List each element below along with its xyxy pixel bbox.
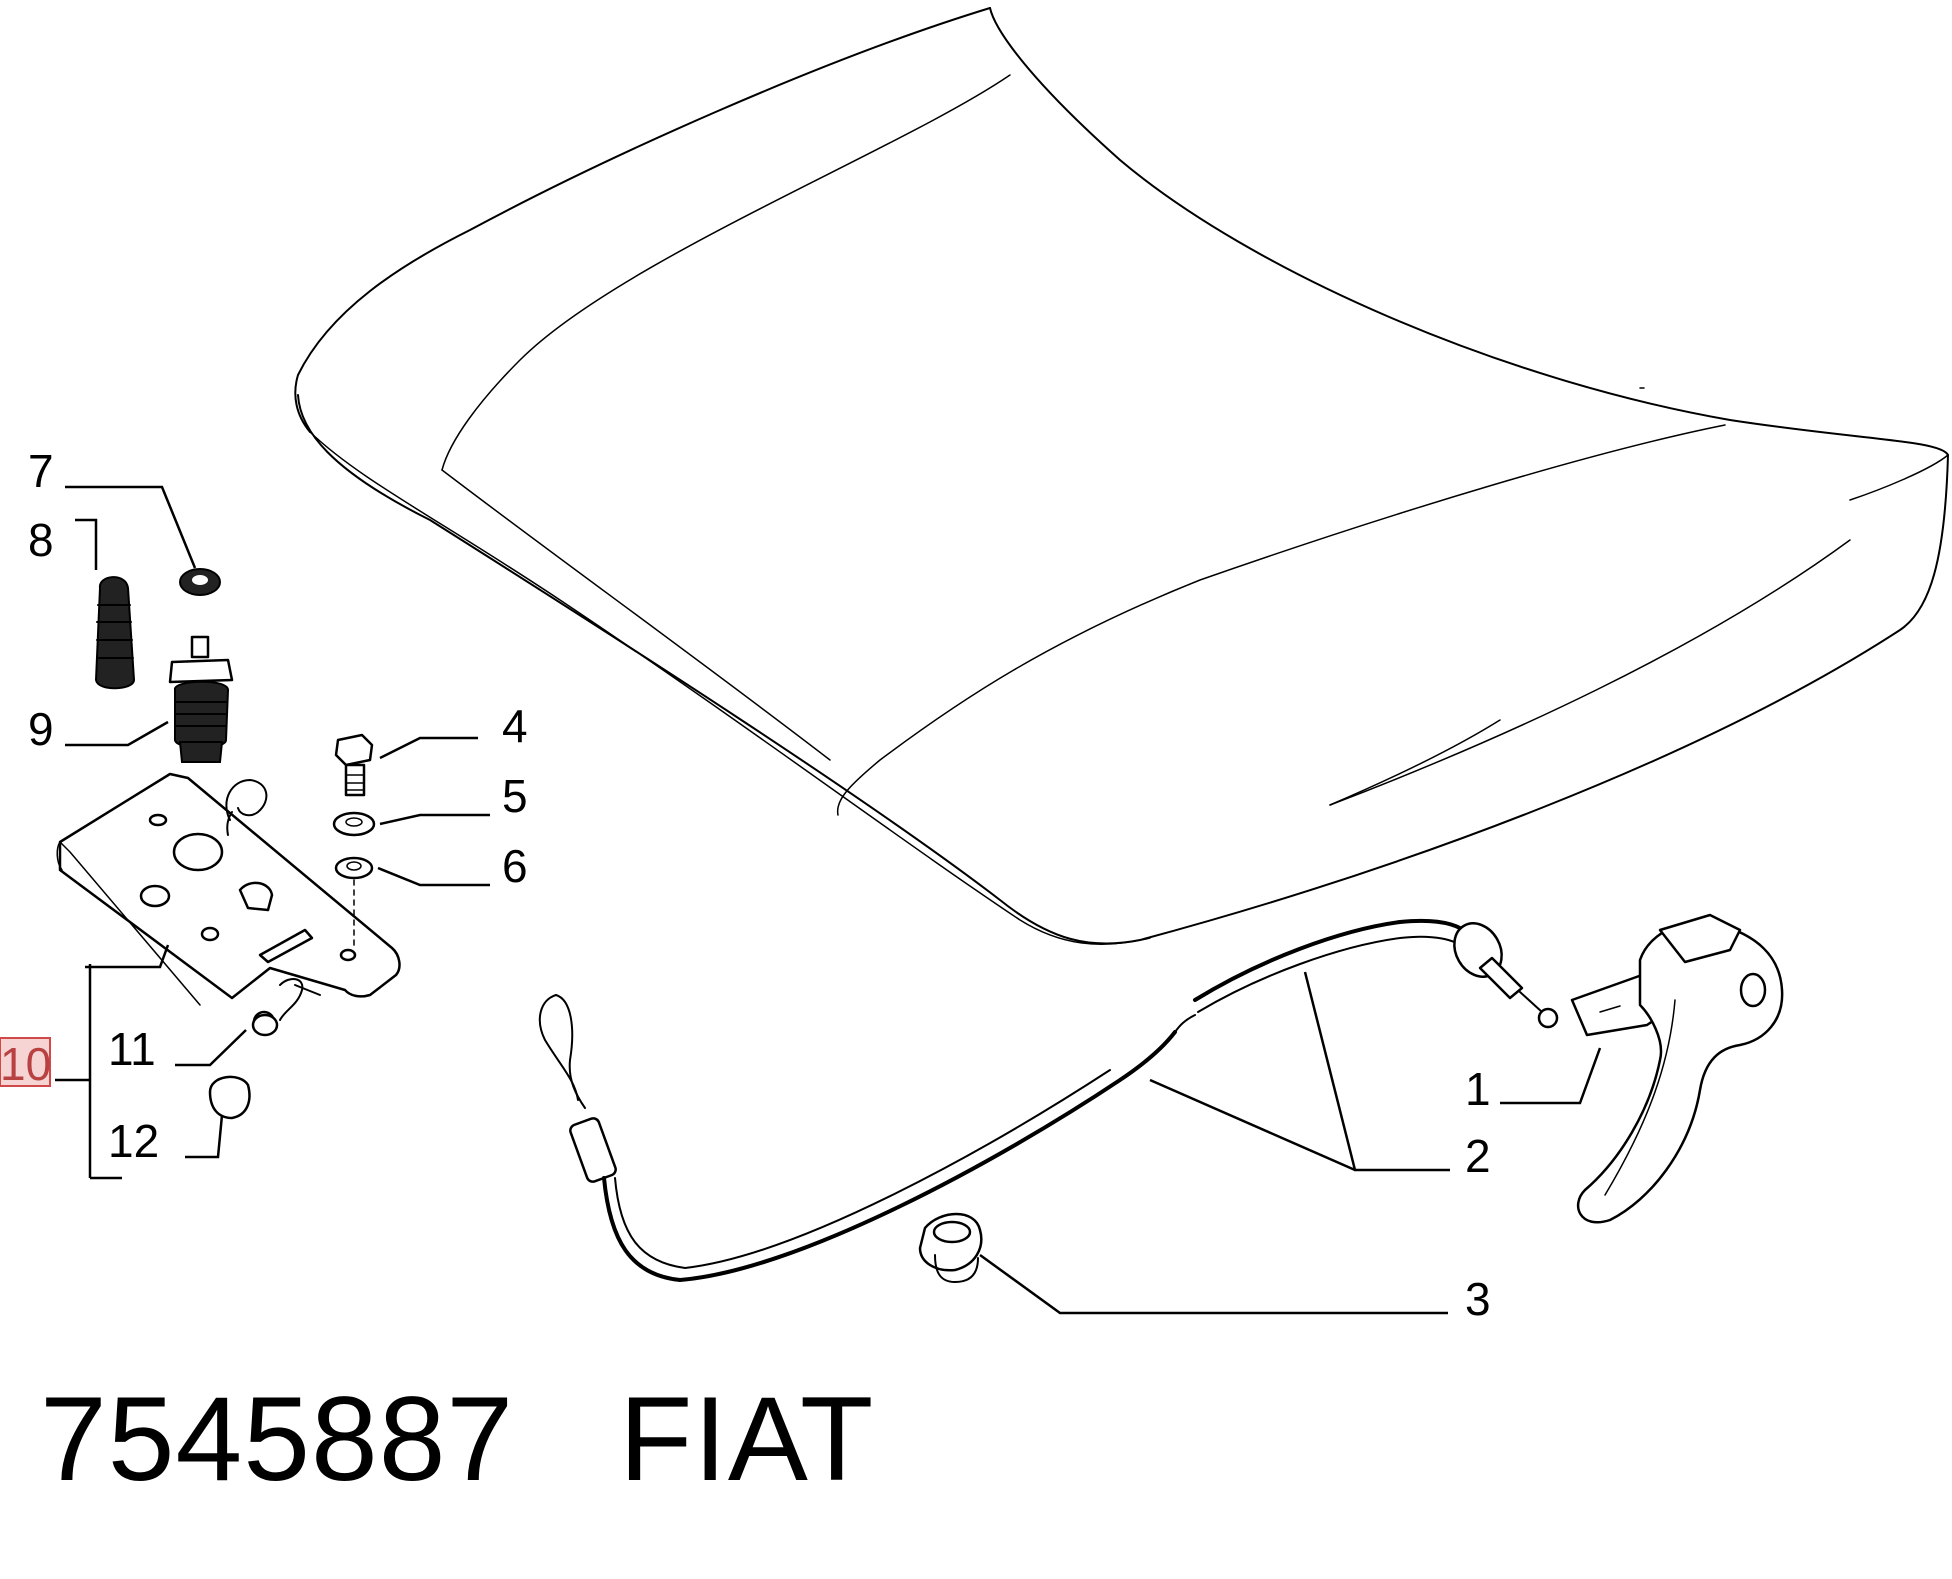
- part-number: 7545887: [40, 1372, 515, 1506]
- knob-cap: [208, 1075, 251, 1120]
- rubber-buffer: [94, 576, 136, 690]
- footer-caption: 7545887 FIAT: [40, 1370, 874, 1508]
- brand-name: FIAT: [619, 1372, 875, 1506]
- callout-6: 6: [502, 840, 528, 892]
- callout-9: 9: [28, 703, 54, 755]
- lock-assembly: [56, 772, 401, 1034]
- grommet: [918, 1212, 983, 1283]
- callout-12: 12: [108, 1115, 159, 1167]
- callout-1: 1: [1465, 1063, 1491, 1115]
- callout-8: 8: [28, 514, 54, 566]
- pin: [251, 1013, 279, 1037]
- spring-washer: [332, 811, 376, 837]
- callout-2: 2: [1465, 1130, 1491, 1182]
- callout-3: 3: [1465, 1273, 1491, 1325]
- callout-4: 4: [502, 700, 528, 752]
- callout-11: 11: [108, 1023, 156, 1075]
- callouts: 7 8 9 4 5 6 10 11 12 1 2 3: [0, 445, 1491, 1325]
- release-cable: [538, 918, 1559, 1282]
- callout-7: 7: [28, 445, 54, 497]
- callout-10: 10: [0, 1038, 51, 1090]
- flat-washer: [334, 856, 374, 880]
- adjusting-stud: [168, 635, 234, 763]
- bolt: [334, 733, 374, 797]
- callout-10-highlight: [0, 1037, 51, 1087]
- leader-lines: [55, 485, 1602, 1315]
- nut: [179, 568, 221, 596]
- hood-panel: [294, 7, 1949, 945]
- callout-5: 5: [502, 770, 528, 822]
- release-lever: [1570, 913, 1784, 1224]
